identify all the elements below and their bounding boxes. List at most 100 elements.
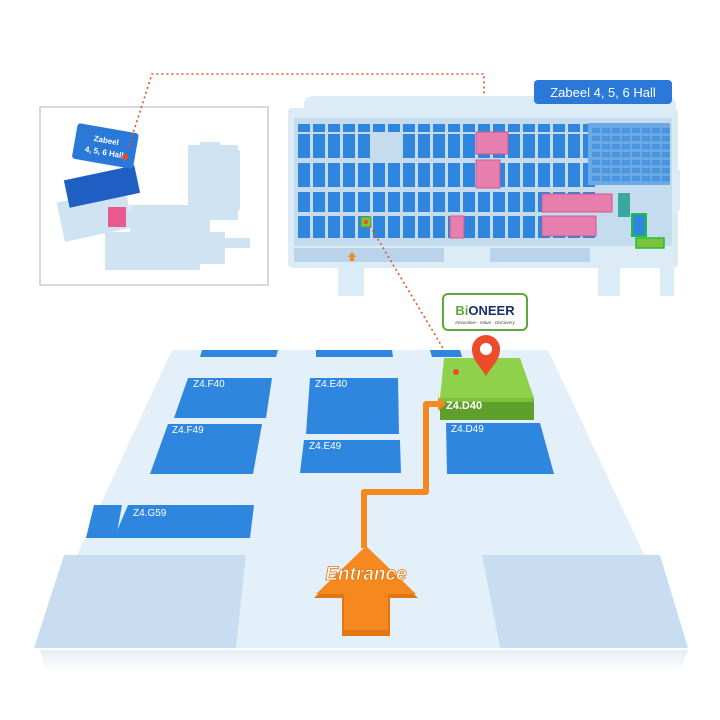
hall-mini-booth	[298, 124, 310, 132]
route-arrowhead-icon	[438, 397, 446, 411]
hall-mini-booth	[388, 124, 400, 132]
booth-z4-d49[interactable]	[446, 423, 554, 474]
hall-mini-booth	[632, 168, 640, 173]
hall-mini-booth	[478, 216, 490, 238]
hall-mini-booth	[343, 134, 355, 158]
booth-z4-d40[interactable]: Z4.D40	[440, 358, 534, 420]
hall-mini-booth	[418, 134, 430, 158]
overview-label-line-1: Zabeel	[93, 134, 120, 147]
hall-mini-booth	[602, 128, 610, 133]
overview-hall-shape	[63, 165, 141, 208]
venue-overview-inset: Zabeel 4, 5, 6 Hall	[39, 106, 269, 286]
hall-mini-booth	[602, 152, 610, 157]
hall-mini-booth	[642, 136, 650, 141]
hall-mini-booth	[328, 163, 340, 187]
hall-mini-booth	[418, 216, 430, 238]
hall-mini-booth	[662, 128, 670, 133]
hall-mini-booth	[313, 124, 325, 132]
hall-mini-booth	[373, 216, 385, 238]
booth-label-d49: Z4.D49	[451, 424, 484, 435]
hall-mini-booth	[662, 168, 670, 173]
booth-z4-f40[interactable]	[174, 378, 272, 418]
hall-mini-booth	[652, 176, 660, 181]
hall-mini-booth	[612, 152, 620, 157]
hall-mini-booth	[642, 168, 650, 173]
hall-mini-booth	[538, 134, 550, 158]
hall-mini-booth	[433, 134, 445, 158]
hall-mini-booth	[403, 192, 415, 212]
hall-mini-booth	[622, 144, 630, 149]
hall-mini-booth	[652, 144, 660, 149]
venue-buildings	[56, 142, 250, 270]
inset-connector	[128, 73, 485, 147]
hall-mini-booth	[592, 168, 600, 173]
hall-mini-booth	[652, 168, 660, 173]
hall-mini-booth	[652, 128, 660, 133]
hall-mini-booth	[553, 134, 565, 158]
hall-mini-booth	[448, 124, 460, 132]
hall-mini-booth	[662, 160, 670, 165]
hall-pink-booths	[449, 131, 613, 239]
hall-mini-booth	[433, 216, 445, 238]
hall-mini-booth	[612, 160, 620, 165]
hall-mini-booth	[493, 124, 505, 132]
booth-label-g59: Z4.G59	[133, 508, 167, 519]
hall-mini-booth	[328, 134, 340, 158]
hall-mini-booth	[403, 124, 415, 132]
hall-name: Zabeel 4, 5, 6 Hall	[550, 85, 656, 100]
entrance-label: Entrance	[325, 564, 407, 585]
hall-mini-booth	[388, 192, 400, 212]
exhibitor-name: BiONEER	[455, 303, 515, 318]
hall-mini-booth	[642, 152, 650, 157]
hall-mini-booth	[622, 160, 630, 165]
booth-z4-g-partial[interactable]	[86, 505, 122, 538]
hall-mini-booth	[612, 136, 620, 141]
hall-mini-booth	[358, 163, 370, 187]
hall-floorplan: Zabeel 4, 5, 6 Hall	[288, 80, 680, 296]
overview-location-dot	[122, 154, 128, 160]
hall-mini-booth	[343, 124, 355, 132]
hall-mini-booth	[568, 124, 580, 132]
hall-mini-booth	[642, 160, 650, 165]
hall-mini-booth	[343, 216, 355, 238]
exhibitor-logo-card: BiONEER Innovative · Value · Discovery	[442, 293, 528, 331]
hall-mini-booth	[448, 163, 460, 187]
hall-mini-booth	[632, 128, 640, 133]
hall-mini-booth	[592, 176, 600, 181]
booth-z4-e40[interactable]	[306, 378, 399, 434]
entrance-arrow-icon	[314, 546, 418, 636]
hall-mini-booth	[328, 216, 340, 238]
booth-label-g-partial: 0	[86, 508, 92, 519]
hall-entrance-arrow-icon	[348, 252, 356, 261]
exhibitor-name-prefix: Bi	[455, 303, 468, 318]
hall-mini-booth	[632, 144, 640, 149]
hall-mini-booth	[343, 163, 355, 187]
hall-mini-booth	[358, 124, 370, 132]
hall-mini-booth	[373, 124, 385, 132]
hall-mini-booth	[523, 163, 535, 187]
hall-mini-booth	[612, 168, 620, 173]
hall-mini-booth	[373, 192, 385, 212]
hall-mini-booth	[313, 163, 325, 187]
hall-mini-booth	[418, 192, 430, 212]
hall-mini-booth	[642, 176, 650, 181]
hall-mini-booth	[328, 124, 340, 132]
hall-mini-booth	[298, 192, 310, 212]
hall-mini-booth	[478, 124, 490, 132]
hall-mini-booth	[403, 134, 415, 158]
hall-mini-booth	[612, 176, 620, 181]
hall-mini-booth	[523, 124, 535, 132]
booth-z4-f49[interactable]	[150, 424, 262, 474]
booth-label-e49: Z4.E49	[309, 441, 342, 452]
hall-mini-booth	[523, 134, 535, 158]
hall-mini-booth	[592, 152, 600, 157]
hall-mini-booth	[592, 160, 600, 165]
hall-mini-booth	[662, 144, 670, 149]
booth-z4-g59[interactable]	[114, 505, 254, 538]
hall-mini-booth	[358, 134, 370, 158]
hall-mini-booth	[508, 134, 520, 158]
booth-z4-e49[interactable]	[300, 440, 401, 473]
hall-mini-booth	[433, 124, 445, 132]
hall-mini-booth	[553, 124, 565, 132]
hall-mini-booth	[358, 192, 370, 212]
